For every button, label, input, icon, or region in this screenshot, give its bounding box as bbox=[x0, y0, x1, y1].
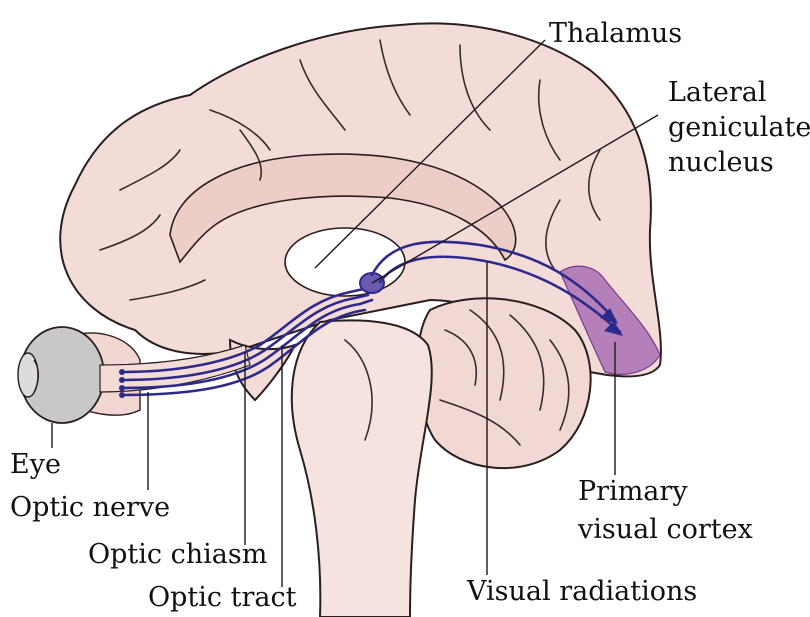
label-optic-chiasm: Optic chiasm bbox=[88, 539, 267, 570]
cerebellum bbox=[417, 298, 590, 468]
brainstem bbox=[292, 320, 432, 617]
label-lgn-line2: geniculate bbox=[668, 112, 810, 143]
label-eye: Eye bbox=[10, 449, 61, 480]
label-visual-radiations: Visual radiations bbox=[466, 576, 697, 607]
label-thalamus: Thalamus bbox=[549, 18, 682, 49]
label-optic-nerve: Optic nerve bbox=[10, 492, 170, 523]
label-lgn-line1: Lateral bbox=[668, 77, 767, 108]
label-v1-line2: visual cortex bbox=[577, 514, 753, 545]
label-lgn-line3: nucleus bbox=[668, 147, 774, 178]
label-optic-tract: Optic tract bbox=[148, 582, 297, 613]
label-v1-line1: Primary bbox=[578, 476, 688, 507]
